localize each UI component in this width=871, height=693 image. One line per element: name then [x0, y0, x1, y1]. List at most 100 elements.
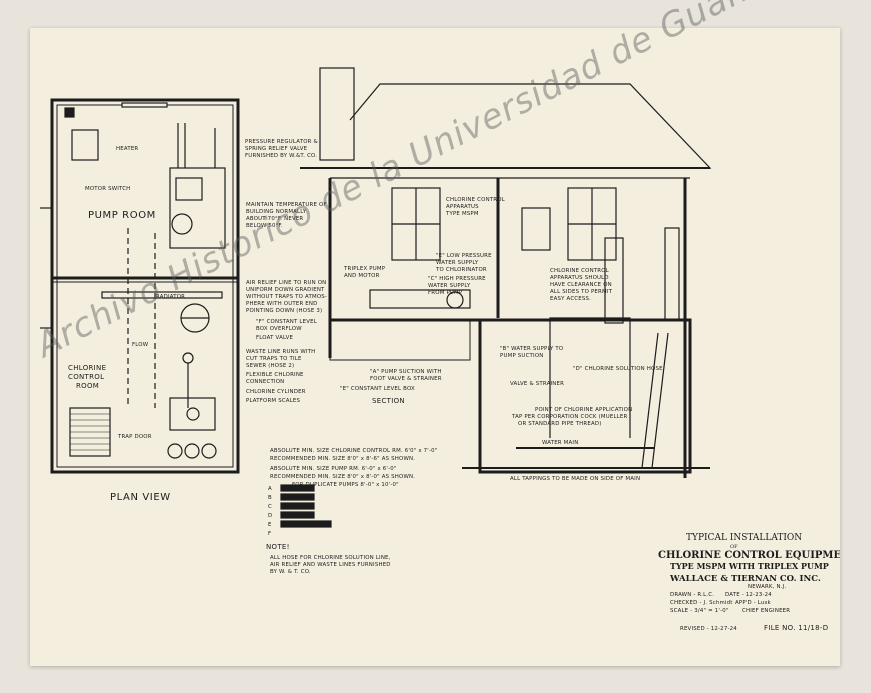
- note-flexible-2: CONNECTION: [246, 379, 284, 385]
- b-water-label-2: PUMP SUCTION: [500, 353, 544, 359]
- note-air-relief-2: UNIFORM DOWN GRADIENT: [246, 287, 325, 293]
- note-air-relief-4: PHERE WITH OUTER END: [246, 301, 318, 307]
- clearance-label-3: HAVE CLEARANCE ON: [550, 282, 612, 288]
- f-level-label-2: BOX OVERFLOW: [256, 326, 302, 332]
- plan-view-label: PLAN VIEW: [110, 492, 171, 503]
- water-main-label: WATER MAIN: [542, 440, 578, 446]
- scale: SCALE - 3/4" = 1'-0": [670, 608, 729, 614]
- trap-door-label: TRAP DOOR: [117, 434, 152, 440]
- title-line-1: TYPICAL INSTALLATION: [686, 533, 802, 543]
- note-waste-3: SEWER (HOSE 2): [246, 363, 294, 369]
- title-line-2: OF: [730, 544, 738, 550]
- section-view: [300, 67, 712, 478]
- d-hose-label: "D" CHLORINE SOLUTION HOSE: [573, 366, 663, 372]
- heater-label: HEATER: [116, 146, 138, 152]
- title-line-4: TYPE MSPM WITH TRIPLEX PUMP: [670, 561, 829, 571]
- drawn-date: DATE - 12-23-24: [725, 592, 772, 598]
- motor-switch-label: MOTOR SWITCH: [85, 186, 130, 192]
- approved-by: APP'D - Lusk: [735, 600, 772, 606]
- note-title: NOTE!: [266, 543, 290, 551]
- high-pressure-label-1: "C" HIGH PRESSURE: [428, 276, 486, 282]
- note-flexible-1: FLEXIBLE CHLORINE: [246, 372, 304, 378]
- legend-a: A: [268, 486, 272, 492]
- cylinder-1: [167, 443, 183, 459]
- dim-pump-recommended: RECOMMENDED MIN. SIZE 8'0" x 8'-0" AS SH…: [270, 474, 415, 480]
- application-label-3: OR STANDARD PIPE THREAD): [518, 421, 602, 427]
- drawn-by: DRAWN - R.L.C.: [670, 592, 714, 598]
- a-pump-label-2: FOOT VALVE & STRAINER: [370, 376, 442, 382]
- drawing-sheet: HEATER MOTOR SWITCH PUMP ROOM RADIATOR F…: [30, 28, 840, 666]
- pump-base: [169, 167, 226, 249]
- file-number: FILE NO. 11/18-D: [764, 624, 828, 632]
- valve-label: VALVE & STRAINER: [510, 381, 564, 387]
- e-box-label: "E" CONSTANT LEVEL BOX: [340, 386, 415, 392]
- low-pressure-label-2: WATER SUPPLY: [436, 260, 479, 266]
- clearance-label-4: ALL SIDES TO PERMIT: [550, 289, 613, 295]
- heater-symbol: [71, 129, 99, 161]
- revised-date: REVISED - 12-27-24: [680, 626, 737, 632]
- chlorine-room-label-1: CHLORINE: [68, 364, 106, 372]
- pit: [478, 318, 692, 474]
- dim-chlorine-absolute: ABSOLUTE MIN. SIZE CHLORINE CONTROL RM. …: [270, 448, 437, 454]
- chlorine-room-label-3: ROOM: [76, 382, 99, 390]
- checked-by: CHECKED - J. Schmidt: [670, 600, 733, 606]
- note-waste-2: CUT TRAPS TO TILE: [246, 356, 302, 362]
- triplex-label-2: AND MOTOR: [344, 273, 380, 279]
- clearance-label-2: APPARATUS SHOULD: [550, 275, 609, 281]
- legend-d: D: [268, 513, 272, 519]
- chlorine-tank: [604, 237, 624, 324]
- cylinder-section: [664, 227, 680, 321]
- note-temperature-4: BELOW 50°F.: [246, 223, 283, 229]
- cylinder-3: [201, 443, 217, 459]
- b-water-label-1: "B" WATER SUPPLY TO: [500, 346, 563, 352]
- installation-drawing: HEATER MOTOR SWITCH PUMP ROOM RADIATOR F…: [40, 67, 840, 632]
- chimney-marker: [64, 107, 75, 118]
- pump-tank: [171, 213, 193, 235]
- note-line-1: ALL HOSE FOR CHLORINE SOLUTION LINE,: [270, 555, 391, 561]
- note-temperature-2: BUILDING NORMALLY: [246, 209, 307, 215]
- platform-scales: [169, 397, 216, 431]
- note-pressure-regulator: PRESSURE REGULATOR &: [245, 139, 319, 145]
- note-temperature-3: ABOUT 70°F. NEVER: [246, 216, 303, 222]
- company-city: NEWARK, N.J.: [748, 584, 786, 590]
- title-line-3: CHLORINE CONTROL EQUIPMENT: [658, 550, 840, 561]
- high-pressure-label-3: FROM PUMP: [428, 290, 463, 296]
- section-label: SECTION: [372, 397, 405, 405]
- apparatus-label-2: APPARATUS: [446, 204, 479, 210]
- radiator-symbol: [101, 291, 223, 299]
- note-air-relief-1: AIR RELIEF LINE TO RUN ON: [246, 280, 326, 286]
- dim-chlorine-recommended: RECOMMENDED MIN. SIZE 8'0" x 8'-6" AS SH…: [270, 456, 415, 462]
- note-line-3: BY W. & T. CO.: [270, 569, 311, 575]
- triplex-pump: [369, 289, 471, 309]
- note-air-relief-3: WITHOUT TRAPS TO ATMOS-: [246, 294, 327, 300]
- plan-view: [40, 98, 240, 474]
- note-scales: PLATFORM SCALES: [246, 398, 300, 404]
- company-name: WALLACE & TIERNAN CO. INC.: [669, 574, 821, 584]
- note-waste-1: WASTE LINE RUNS WITH: [246, 349, 315, 355]
- chief-engineer: CHIEF ENGINEER: [742, 608, 790, 614]
- pump-room-label: PUMP ROOM: [88, 210, 156, 221]
- cylinder-2: [184, 443, 200, 459]
- note-line-2: AIR RELIEF AND WASTE LINES FURNISHED: [270, 562, 391, 568]
- tappings-label: ALL TAPPINGS TO BE MADE ON SIDE OF MAIN: [510, 476, 640, 482]
- high-pressure-label-2: WATER SUPPLY: [428, 283, 471, 289]
- a-pump-label-1: "A" PUMP SUCTION WITH: [370, 369, 442, 375]
- chlorinator-apparatus: [521, 207, 551, 251]
- chlorine-room-label-2: CONTROL: [68, 373, 104, 381]
- dim-duplicate: FOR DUPLICATE PUMPS 8'-0" x 10'-0": [292, 482, 399, 488]
- f-level-label-1: "F" CONSTANT LEVEL: [256, 319, 317, 325]
- legend-b: B: [268, 495, 272, 501]
- low-pressure-label-3: TO CHLORINATOR: [435, 267, 487, 273]
- radiator-label: RADIATOR: [156, 294, 185, 300]
- note-pressure-regulator-3: FURNISHED BY W.&T. CO.: [245, 153, 317, 159]
- title-block: TYPICAL INSTALLATION OF CHLORINE CONTROL…: [658, 533, 840, 632]
- plan-outer-wall: [50, 98, 240, 474]
- floor-foundation: [329, 319, 471, 361]
- clearance-label-1: CHLORINE CONTROL: [550, 268, 609, 274]
- legend-f: F: [268, 531, 271, 537]
- legend-c: C: [268, 504, 272, 510]
- note-temperature-1: MAINTAIN TEMPERATURE OF: [246, 202, 327, 208]
- note-cylinder: CHLORINE CYLINDER: [246, 389, 306, 395]
- apparatus-label-1: CHLORINE CONTROL: [446, 197, 505, 203]
- application-label-2: TAP PER CORPORATION COCK (MUELLER: [511, 414, 627, 420]
